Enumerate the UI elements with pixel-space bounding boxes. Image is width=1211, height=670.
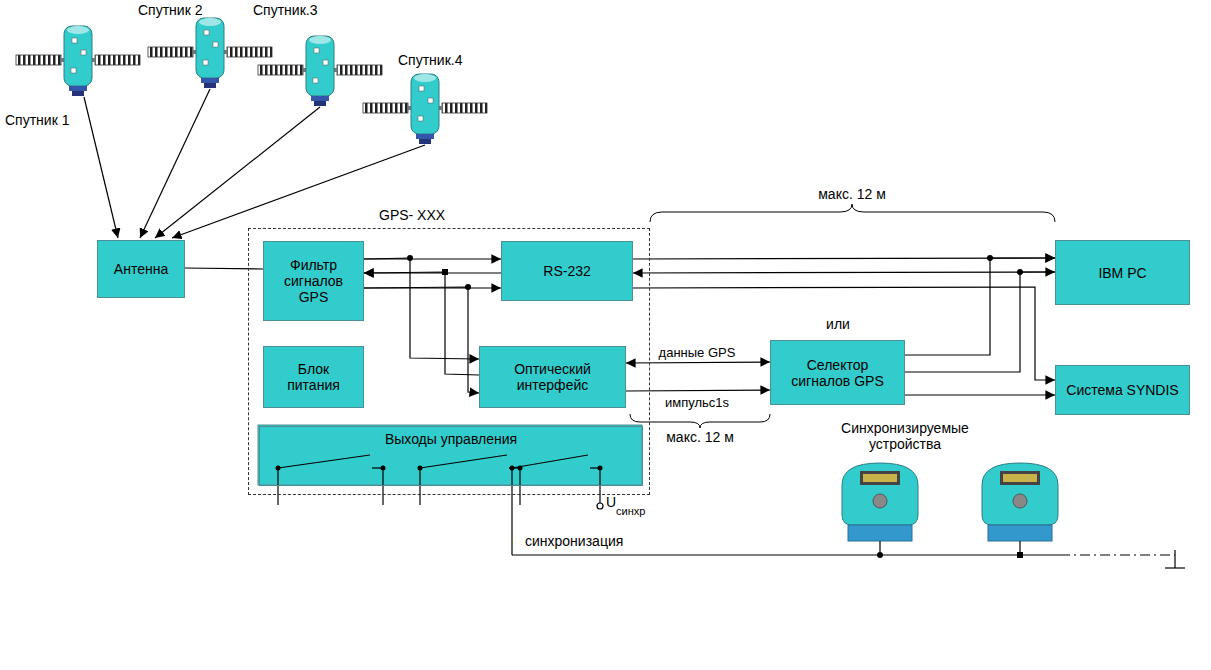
outputs-box: Выходы управления xyxy=(259,426,643,486)
switch-contacts xyxy=(276,466,603,471)
enclosure-title: GPS- XXX xyxy=(379,207,445,223)
meter-icon xyxy=(982,463,1058,541)
satellite-icon xyxy=(148,18,272,88)
text-label: или xyxy=(826,316,850,332)
box-label: Оптический интерфейс xyxy=(486,361,619,393)
connector xyxy=(633,272,1055,273)
contact xyxy=(418,466,423,471)
sync-wire xyxy=(512,554,1060,555)
contact xyxy=(510,466,515,471)
terminal xyxy=(597,503,603,509)
device-enclosure: GPS- XXXФильтр сигналов GPSRS-232Блок пи… xyxy=(248,228,650,495)
satellite-icon xyxy=(16,26,140,96)
text-label: Синхронизируемые устройства xyxy=(825,420,985,452)
process-box: IBM PC xyxy=(1055,240,1190,305)
connector xyxy=(626,390,770,391)
connector xyxy=(185,268,263,269)
text-label: синхронизация xyxy=(525,533,623,549)
text-label: U xyxy=(606,494,616,510)
wire xyxy=(382,468,383,505)
wire xyxy=(419,468,420,505)
wire xyxy=(277,468,278,505)
satellites xyxy=(16,18,487,144)
junction-dot xyxy=(1017,552,1023,558)
text-label: макс. 12 м xyxy=(666,429,734,445)
box-label: Фильтр сигналов GPS xyxy=(270,257,357,305)
box-label: Система SYNDIS xyxy=(1066,382,1178,398)
text-label: Спутник 1 xyxy=(5,112,69,128)
connector xyxy=(905,394,1055,395)
sync-wire xyxy=(1060,554,1175,555)
box-label: RS-232 xyxy=(543,263,590,279)
signal-arrow xyxy=(140,89,210,238)
wire xyxy=(511,468,512,555)
length-brace xyxy=(630,414,770,428)
connector xyxy=(364,287,479,393)
box-label: IBM PC xyxy=(1098,265,1146,281)
satellite-icon xyxy=(258,36,382,106)
ground-symbol xyxy=(1165,567,1185,568)
text-label: синхр xyxy=(616,503,645,519)
text-label: Спутник.3 xyxy=(253,2,317,18)
synchronized-devices xyxy=(842,463,1058,541)
text-label: макс. 12 м xyxy=(818,186,886,202)
process-box: Система SYNDIS xyxy=(1055,365,1190,415)
contact xyxy=(372,467,383,468)
process-box: Фильтр сигналов GPS xyxy=(263,241,364,321)
meter-icon xyxy=(842,463,918,541)
connector xyxy=(905,272,1055,372)
box-label: Селектор сигналов GPS xyxy=(777,357,898,389)
signal-label: данные GPS xyxy=(657,345,738,360)
switch-blade xyxy=(512,455,588,468)
process-box: Антенна xyxy=(97,240,185,298)
switch-blade xyxy=(278,455,370,468)
process-box: Селектор сигналов GPS xyxy=(770,340,905,405)
wire xyxy=(519,468,520,505)
connector xyxy=(626,362,770,363)
box-label: Антенна xyxy=(114,261,168,277)
box-label: Блок питания xyxy=(270,361,357,393)
satellite-icon xyxy=(363,74,487,144)
outputs-panel xyxy=(258,425,642,485)
signal-arrow xyxy=(155,107,320,238)
contact xyxy=(276,466,281,471)
process-box: Оптический интерфейс xyxy=(479,346,626,408)
junction-dot xyxy=(877,552,883,558)
text-label: Спутник.4 xyxy=(398,52,462,68)
switch-blade xyxy=(420,455,507,468)
length-brace xyxy=(650,204,1055,222)
box-label: Выходы управления xyxy=(385,431,517,447)
signal-arrow xyxy=(172,145,425,238)
process-box: RS-232 xyxy=(501,241,633,301)
ground-symbol xyxy=(1174,550,1175,568)
process-box: Блок питания xyxy=(263,346,364,408)
text-label: Спутник 2 xyxy=(138,2,202,18)
signal-arrow xyxy=(84,97,118,238)
contact xyxy=(590,467,600,468)
signal-arrows xyxy=(84,89,425,238)
signal-label: импульс1s xyxy=(663,395,731,410)
